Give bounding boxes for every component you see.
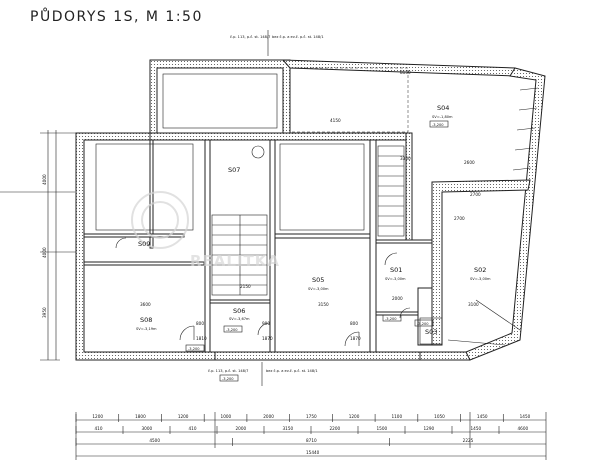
- watermark-text: REALITKA: [190, 252, 280, 270]
- dim-row3-1: 8710: [306, 438, 317, 443]
- room-label-s05: S05: [312, 276, 324, 284]
- dim-row3-2: 2225: [463, 438, 474, 443]
- dim-total: 15440: [306, 450, 320, 455]
- dim-int-10: 1870: [262, 336, 273, 341]
- bottom-dimension-labels: 1200 1800 1200 1000 2000 1750 1200 1100 1050 1450…: [75, 414, 531, 455]
- room-label-s02: S02: [474, 266, 486, 274]
- dim-row1-10: 1450: [520, 414, 531, 419]
- room-area-s01: SV=-3,00m: [385, 277, 406, 281]
- dim-row1-0: 1200: [92, 414, 103, 419]
- level-markers: -3,200 -3,200 -3,200 -3,200 -3,200 -3,20…: [185, 120, 449, 382]
- dim-left-2: 4000: [42, 247, 47, 258]
- room-area-s04: SV=-1,80m: [432, 115, 453, 119]
- drawing-title: PŮDORYS 1S, M 1:50: [30, 9, 203, 25]
- dim-int-7: 800: [196, 321, 204, 326]
- dim-row2-1: 3000: [142, 426, 153, 431]
- dim-row2-3: 2000: [236, 426, 247, 431]
- dim-int-3: 3150: [318, 302, 329, 307]
- dim-int-8: 1810: [196, 336, 207, 341]
- dim-row2-8: 1450: [471, 426, 482, 431]
- left-dimension-chain: 4000 4000 3950: [0, 130, 76, 361]
- dim-int-6: 2000: [392, 296, 403, 301]
- level-4: -3,200: [417, 322, 429, 326]
- dim-row2-2: 410: [189, 426, 197, 431]
- room-area-s08: SV=-3,19m: [136, 327, 157, 331]
- dim-top-3: 2700: [470, 192, 481, 197]
- room-label-s09: S09: [138, 240, 150, 248]
- dim-row1-2: 1200: [178, 414, 189, 419]
- dim-row1-5: 1750: [306, 414, 317, 419]
- dim-row1-7: 1100: [391, 414, 402, 419]
- top-dimensions: 8150 4150 2700 2600 3300: [330, 70, 481, 197]
- bottom-dimension-chains: [75, 412, 547, 460]
- dim-int-4: 2700: [454, 216, 465, 221]
- dim-int-1: 3600: [140, 302, 151, 307]
- room-label-s03: S03: [425, 328, 437, 336]
- dim-left-3: 3950: [42, 307, 47, 318]
- room-label-s08: S08: [140, 316, 152, 324]
- level-2: -3,200: [222, 377, 234, 381]
- room-area-s06: SV=-3,67m: [229, 317, 250, 321]
- dim-top-2: 4150: [330, 118, 341, 123]
- dim-row2-4: 3150: [283, 426, 294, 431]
- room-label-s01: S01: [390, 266, 402, 274]
- dim-row1-9: 1450: [477, 414, 488, 419]
- room-label-s07: S07: [228, 166, 240, 174]
- dim-top-4: 2600: [464, 160, 475, 165]
- dim-left-1: 4000: [42, 174, 47, 185]
- dim-row2-9: 4600: [518, 426, 529, 431]
- level-1: -3,200: [188, 347, 200, 351]
- watermark: REALITKA: [131, 191, 280, 270]
- parcel-note-top-right: bez č.p. a ev.č. p.č. st. 148/1: [272, 35, 324, 39]
- room-area-s05: SV=-3,00m: [308, 287, 329, 291]
- dim-int-2: 2150: [240, 284, 251, 289]
- interior-walls: [83, 139, 433, 353]
- dim-row2-0: 410: [95, 426, 103, 431]
- dim-top-1: 8150: [400, 70, 411, 75]
- interior-dimensions: 3600 2150 3150 2700 3100 2000 800 1810 9…: [140, 216, 479, 341]
- level-6: -3,200: [226, 328, 238, 332]
- parcel-note-bottom-left: č.p. 113, p.č. st. 148/7: [208, 369, 248, 373]
- level-5: -3,200: [432, 123, 444, 127]
- dim-top-5: 3300: [400, 156, 411, 161]
- outer-walls: [75, 59, 546, 361]
- parcel-notes: č.p. 113, p.č. st. 148/7 bez č.p. a ev.č…: [208, 30, 324, 386]
- dim-row1-8: 1050: [434, 414, 445, 419]
- dim-int-5: 3100: [468, 302, 479, 307]
- dim-row1-1: 1800: [135, 414, 146, 419]
- parcel-note-bottom-right: bez č.p. a ev.č. p.č. st. 148/1: [266, 369, 318, 373]
- dim-row2-7: 1290: [424, 426, 435, 431]
- room-label-s06: S06: [233, 307, 245, 315]
- dim-row3-0: 4500: [149, 438, 160, 443]
- dim-int-11: 800: [350, 321, 358, 326]
- dim-int-12: 1870: [350, 336, 361, 341]
- dim-row2-5: 2200: [330, 426, 341, 431]
- level-3: -3,200: [385, 317, 397, 321]
- room-area-s02: SV=-3,00m: [470, 277, 491, 281]
- dim-row1-4: 2000: [263, 414, 274, 419]
- room-label-s04: S04: [437, 104, 449, 112]
- dim-int-9: 900: [262, 321, 270, 326]
- dim-row2-6: 1500: [377, 426, 388, 431]
- dim-row1-6: 1200: [349, 414, 360, 419]
- parcel-note-top-left: č.p. 113, p.č. st. 148/7: [230, 35, 270, 39]
- room-labels: S04 SV=-1,80m S07 S09 S05 SV=-3,00m S01 …: [136, 104, 491, 336]
- dim-row1-3: 1000: [221, 414, 232, 419]
- room-outlines: [95, 67, 539, 347]
